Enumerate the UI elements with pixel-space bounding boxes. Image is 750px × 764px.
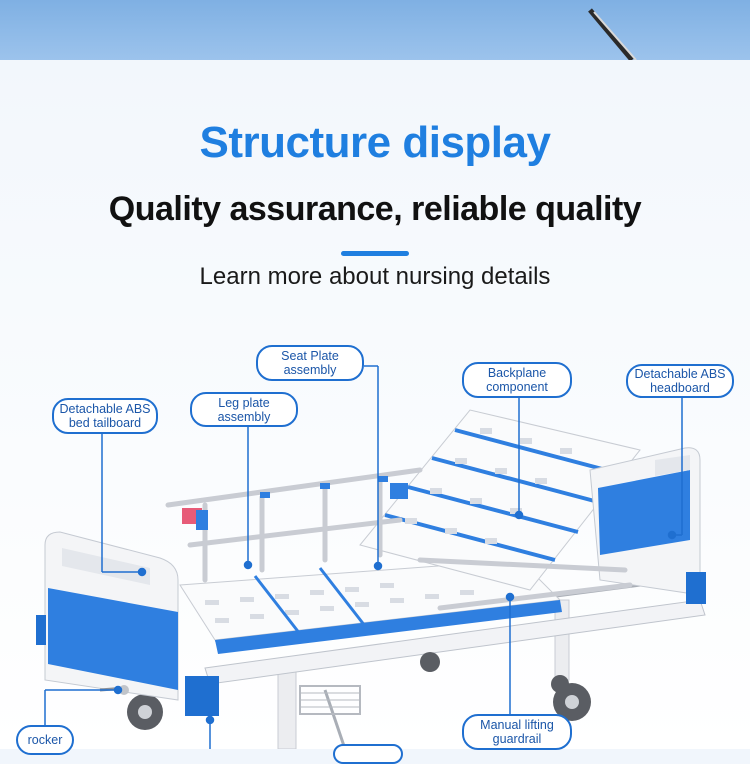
callout-seat-plate: Seat Plate assembly	[256, 345, 364, 381]
callout-leaders	[44, 365, 683, 749]
backplane-raised	[359, 409, 641, 591]
caster-wheels	[127, 652, 591, 730]
flat-bed-plates	[179, 559, 562, 654]
banner-pole	[588, 8, 637, 60]
callout-leg-plate: Leg plate assembly	[190, 392, 298, 427]
headboard	[589, 447, 706, 604]
callout-tailboard: Detachable ABS bed tailboard	[52, 398, 158, 434]
title-divider	[341, 251, 409, 256]
page-tagline: Learn more about nursing details	[199, 263, 551, 290]
callout-manual-guardrail: Manual lifting guardrail	[462, 714, 572, 750]
callout-rocker: rocker	[16, 725, 74, 755]
callout-headboard: Detachable ABS headboard	[626, 364, 734, 398]
page-subtitle: Quality assurance, reliable quality	[108, 190, 642, 228]
rail-caps	[182, 476, 408, 530]
callout-backplane: Backplane component	[462, 362, 572, 398]
callout-cutoff	[333, 744, 403, 764]
page-title: Structure display	[199, 118, 551, 167]
